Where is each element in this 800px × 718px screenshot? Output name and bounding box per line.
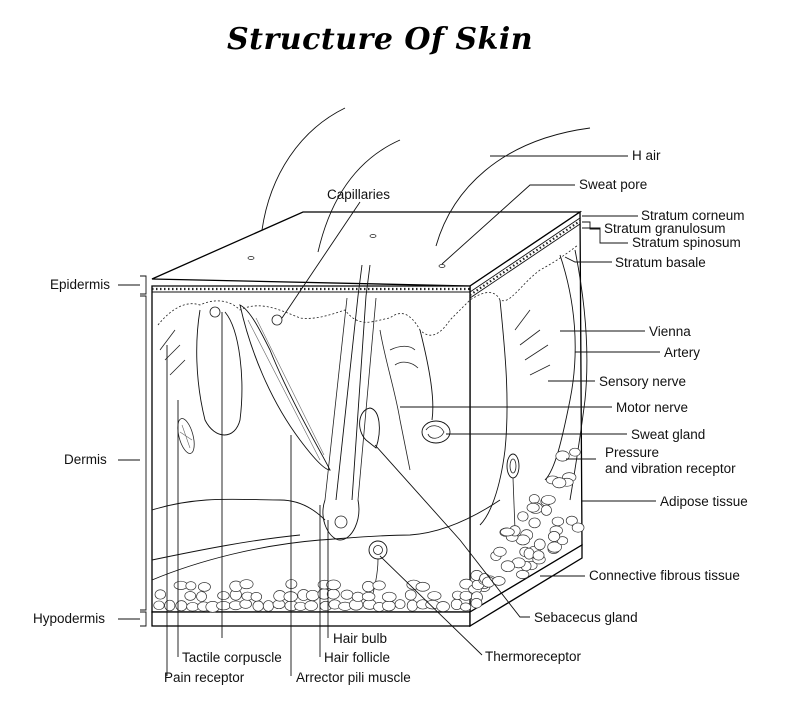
- adipose-cell: [239, 599, 252, 609]
- adipose-cell: [252, 600, 264, 612]
- label-sweat-gland: Sweat gland: [631, 427, 705, 442]
- adipose-cell: [526, 502, 540, 513]
- adipose-cell: [262, 600, 274, 612]
- adipose-cell: [460, 602, 472, 612]
- labels: H air Sweat pore Capillaries Stratum cor…: [33, 148, 748, 685]
- adipose-cell: [196, 591, 207, 602]
- skin-block: [151, 210, 583, 628]
- label-dermis: Dermis: [64, 452, 107, 467]
- diagram-title: Structure Of Skin: [226, 22, 534, 57]
- adipose-cell: [547, 541, 562, 553]
- label-hair: H air: [632, 148, 661, 163]
- adipose-cell: [239, 579, 254, 590]
- adipose-cell: [548, 530, 561, 542]
- label-epidermis: Epidermis: [50, 277, 110, 292]
- adipose-cells: [153, 447, 585, 613]
- adipose-cell: [197, 582, 211, 592]
- arrector-pili: [239, 304, 331, 471]
- label-stratum-basale: Stratum basale: [615, 255, 706, 270]
- label-sweat-pore: Sweat pore: [579, 177, 647, 192]
- adipose-cell: [516, 569, 530, 579]
- adipose-cell: [305, 589, 320, 602]
- adipose-cell: [427, 591, 442, 601]
- adipose-cell: [362, 581, 375, 593]
- adipose-cell: [394, 599, 406, 610]
- adipose-cell: [415, 581, 430, 592]
- label-hair-follicle: Hair follicle: [324, 650, 390, 665]
- adipose-cell: [217, 591, 230, 600]
- label-tactile-corpuscle: Tactile corpuscle: [182, 650, 282, 665]
- label-pain-receptor: Pain receptor: [164, 670, 245, 685]
- adipose-cell: [372, 580, 386, 591]
- sweat-gland: [419, 329, 451, 444]
- label-sebaceous-gland: Sebacecus gland: [534, 610, 638, 625]
- label-motor-nerve: Motor nerve: [616, 400, 688, 415]
- label-pressure-receptor-line1: Pressure: [605, 445, 659, 460]
- adipose-cell: [541, 495, 556, 505]
- adipose-cell: [185, 581, 197, 591]
- adipose-cell: [164, 599, 176, 612]
- adipose-cell: [571, 522, 585, 533]
- adipose-cell: [436, 601, 450, 612]
- adipose-cell: [523, 547, 535, 560]
- adipose-cell: [216, 601, 231, 611]
- adipose-cell: [551, 516, 565, 527]
- label-vienna: Vienna: [649, 324, 691, 339]
- label-adipose-tissue: Adipose tissue: [660, 494, 748, 509]
- adipose-cell: [532, 550, 545, 561]
- label-arrector-pili-muscle: Arrector pili muscle: [296, 670, 411, 685]
- layer-brackets: [118, 275, 147, 627]
- adipose-cell: [528, 494, 540, 504]
- adipose-cell: [304, 600, 318, 612]
- label-stratum-granulosum: Stratum granulosum: [604, 221, 726, 236]
- adipose-cell: [565, 515, 578, 526]
- hairs: [261, 107, 591, 541]
- adipose-cell: [555, 450, 570, 462]
- tactile-corpuscle-structure: [196, 309, 243, 436]
- adipose-cell: [492, 576, 506, 586]
- adipose-cell: [154, 589, 166, 600]
- adipose-cell: [250, 591, 263, 602]
- label-pressure-receptor-line2: and vibration receptor: [605, 461, 736, 476]
- adipose-cell: [351, 591, 364, 602]
- label-capillaries: Capillaries: [327, 187, 390, 202]
- sebaceous-gland-shape: [359, 407, 380, 449]
- epidermal-junction: [157, 244, 579, 336]
- adipose-cell: [326, 588, 340, 600]
- adipose-cell: [517, 511, 529, 522]
- vessels-and-nerves: [151, 249, 588, 581]
- adipose-cell: [528, 517, 541, 529]
- adipose-cell: [340, 589, 354, 600]
- adipose-cell: [470, 598, 483, 609]
- adipose-cell: [381, 591, 397, 603]
- label-artery: Artery: [664, 345, 700, 360]
- adipose-cell: [175, 600, 188, 612]
- adipose-cell: [406, 599, 418, 612]
- label-hypodermis: Hypodermis: [33, 611, 105, 626]
- adipose-cell: [569, 447, 581, 457]
- leader-lines: [166, 155, 660, 676]
- adipose-cell: [533, 538, 546, 551]
- adipose-cell: [404, 589, 417, 601]
- label-sensory-nerve: Sensory nerve: [599, 374, 686, 389]
- adipose-cell: [186, 602, 199, 612]
- adipose-cell: [552, 477, 567, 489]
- label-stratum-corneum: Stratum corneum: [641, 208, 745, 223]
- adipose-cell: [153, 600, 165, 611]
- adipose-cell: [361, 591, 376, 602]
- adipose-cell: [500, 527, 515, 537]
- adipose-cell: [184, 591, 197, 601]
- adipose-cell: [326, 579, 341, 591]
- label-connective-tissue: Connective fibrous tissue: [589, 568, 740, 583]
- label-stratum-spinosum: Stratum spinosum: [632, 235, 741, 250]
- label-hair-bulb: Hair bulb: [333, 631, 387, 646]
- adipose-cell: [493, 546, 507, 557]
- adipose-cell: [382, 600, 396, 612]
- adipose-cell: [540, 504, 552, 516]
- label-thermoreceptor: Thermoreceptor: [485, 649, 582, 664]
- adipose-cell: [500, 560, 515, 573]
